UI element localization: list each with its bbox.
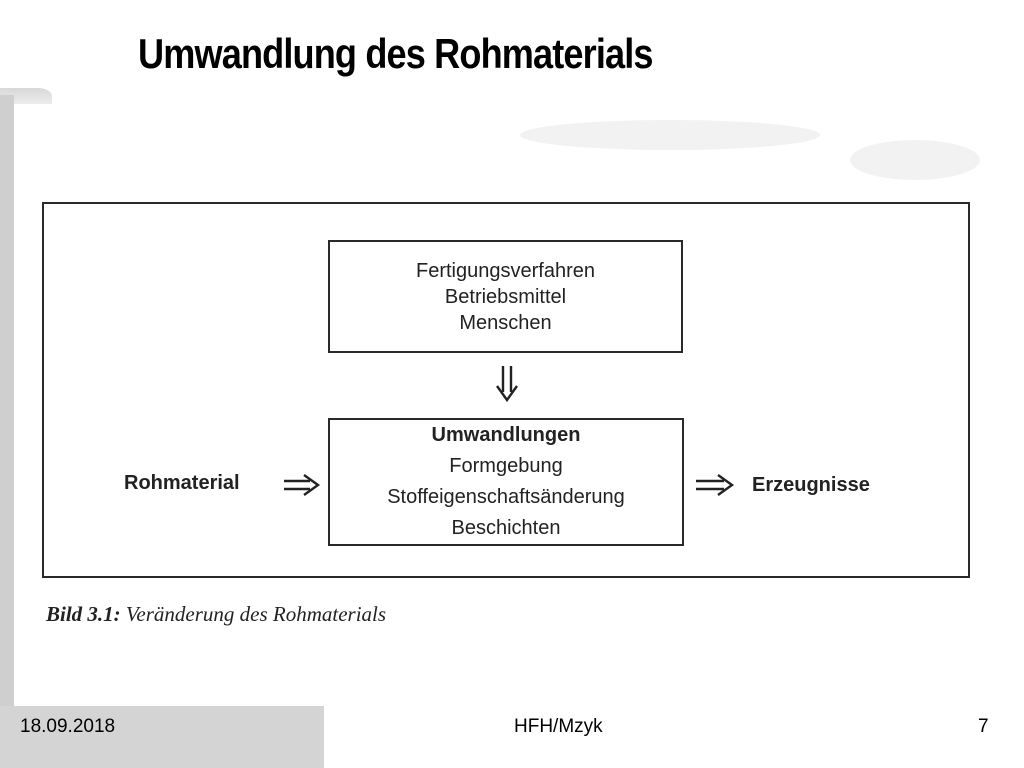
down-double-arrow-icon: [496, 366, 518, 403]
factor-label: Menschen: [459, 311, 552, 334]
slide-decoration-bottom-bar: [0, 706, 324, 768]
transformation-label: Stoffeigenschaftsänderung: [387, 486, 625, 508]
diagram-frame: [42, 202, 970, 578]
scan-smudge: [520, 120, 820, 150]
caption-lead: Bild 3.1:: [46, 602, 121, 626]
slide-title: Umwandlung des Rohmaterials: [138, 30, 654, 77]
page-number: 7: [978, 716, 989, 737]
footer-date: 18.09.2018: [20, 716, 116, 737]
transformations-box: Umwandlungen Formgebung Stoffeigenschaft…: [328, 418, 684, 546]
transformations-heading: Umwandlungen: [431, 424, 581, 446]
influence-factors-box: Fertigungsverfahren Betriebsmittel Mensc…: [328, 240, 683, 353]
factor-label: Betriebsmittel: [444, 285, 567, 308]
slide-decoration-left-bar: [0, 95, 14, 768]
input-label: Rohmaterial: [124, 472, 240, 494]
right-double-arrow-icon: [284, 474, 321, 496]
caption-text: Veränderung des Rohmaterials: [125, 602, 387, 626]
figure-caption: Bild 3.1: Veränderung des Rohmaterials: [46, 602, 386, 627]
transformation-label: Formgebung: [449, 455, 563, 477]
transformation-label: Beschichten: [451, 517, 561, 539]
right-double-arrow-icon: [696, 474, 735, 496]
factor-label: Fertigungsverfahren: [416, 259, 595, 282]
output-label: Erzeugnisse: [752, 474, 870, 496]
scan-smudge: [850, 140, 980, 180]
footer-author: HFH/Mzyk: [514, 716, 603, 737]
